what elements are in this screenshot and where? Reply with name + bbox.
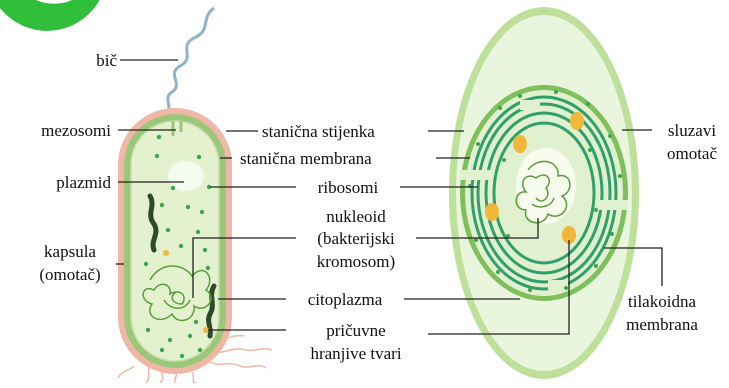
logo	[0, 0, 104, 31]
bacterium	[118, 8, 272, 383]
label-sluzavi: sluzavi	[668, 121, 716, 140]
cyanobacterium	[449, 7, 639, 379]
label-tilakoidna: tilakoidna	[628, 292, 696, 311]
label-mezosomi: mezosomi	[41, 121, 111, 140]
label-nukleoid: nukleoid	[326, 207, 386, 226]
label-stanicna-membrana: stanična membrana	[240, 149, 372, 168]
label-tilakoidna-2: membrana	[626, 315, 698, 334]
label-pricuvne-2: hranjive tvari	[310, 344, 401, 363]
label-stanicna-stijenka: stanična stijenka	[262, 122, 375, 141]
label-kapsula-2: (omotač)	[39, 265, 100, 284]
label-ribosomi: ribosomi	[318, 178, 379, 197]
label-citoplazma: citoplazma	[308, 290, 383, 309]
label-pricuvne: pričuvne	[326, 321, 385, 340]
label-nukleoid-2: (bakterijski	[317, 229, 395, 248]
label-bic: bič	[96, 51, 117, 70]
label-nukleoid-3: kromosom)	[317, 252, 395, 271]
label-kapsula: kapsula	[44, 242, 96, 261]
logo-ring	[0, 0, 104, 31]
cytoplasm	[131, 121, 219, 361]
label-plazmid: plazmid	[56, 173, 111, 192]
label-sluzavi-2: omotač	[667, 144, 717, 163]
